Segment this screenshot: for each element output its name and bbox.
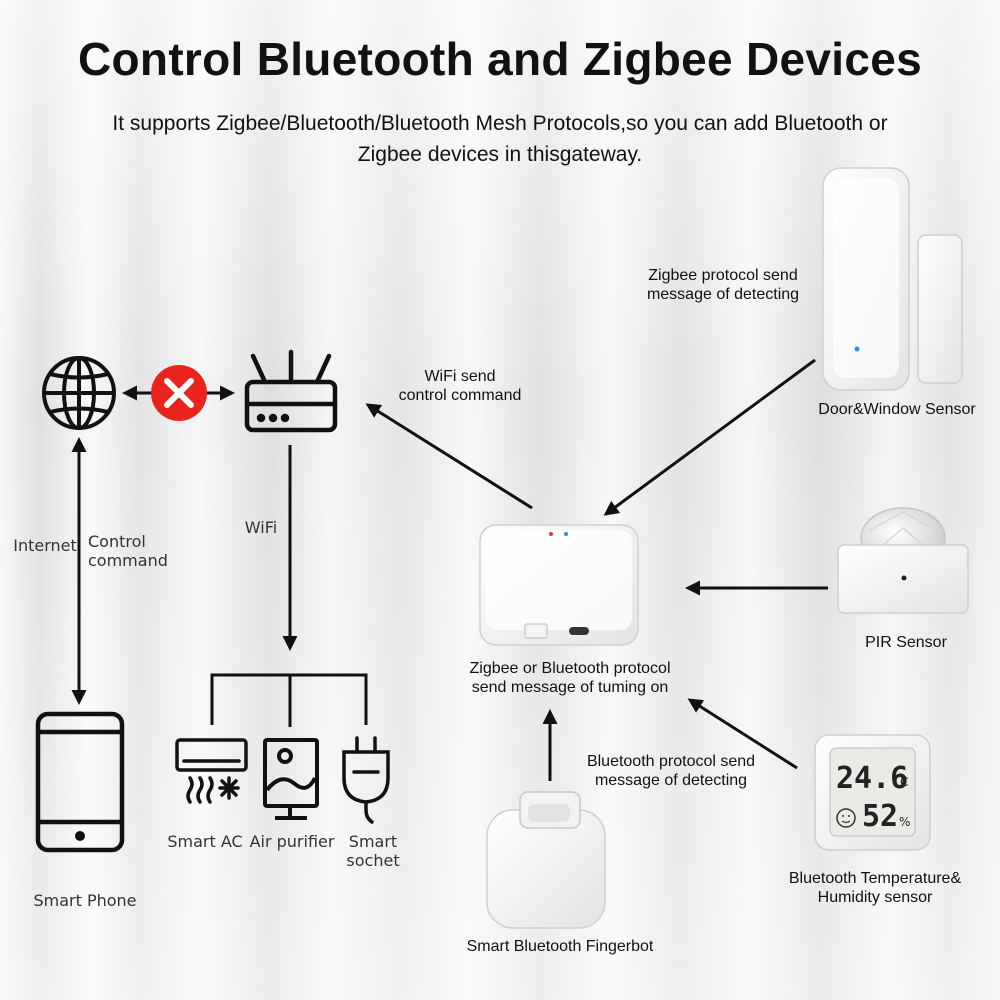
zigbee-send-label: Zigbee protocol send message of detectin… — [646, 267, 800, 304]
smart-phone-label: Smart Phone — [33, 891, 137, 910]
pir-sensor-label: PIR Sensor — [865, 634, 947, 651]
air-purifier-icon — [263, 738, 319, 820]
smartphone-icon — [35, 711, 125, 853]
cross-icon — [151, 365, 207, 421]
gateway-router-arrow — [365, 403, 533, 510]
air-conditioner-icon — [175, 738, 248, 804]
wifi-label: WiFi — [244, 518, 278, 537]
plug-icon — [342, 736, 390, 824]
page-title: Control Bluetooth and Zigbee Devices — [78, 33, 922, 85]
gateway-device — [479, 524, 639, 646]
smart-socket-label: Smart sochet — [346, 832, 400, 871]
bluetooth-send-label: Bluetooth protocol send message of detec… — [586, 753, 756, 790]
thermo-humidity: 52 — [862, 799, 898, 834]
thermo-humidity-unit: % — [899, 815, 910, 829]
fingerbot-device — [486, 791, 606, 929]
appliance-bracket — [210, 673, 368, 727]
gateway-message-label: Zigbee or Bluetooth protocol send messag… — [469, 660, 671, 697]
thermometer-device: 24.6 C 52 % — [814, 734, 931, 851]
air-purifier-label: Air purifier — [249, 832, 335, 851]
internet-label: Internet — [13, 536, 77, 555]
thermo-temperature: 24.6 — [836, 761, 908, 796]
smart-ac-label: Smart AC — [167, 832, 243, 851]
door-sensor-arrow — [603, 358, 816, 516]
control-command-label: Control command — [88, 532, 168, 571]
door-window-sensor-label: Door&Window Sensor — [818, 401, 976, 418]
globe-icon — [42, 356, 116, 430]
router-icon — [244, 349, 338, 433]
pir-sensor-device — [837, 507, 969, 614]
fingerbot-label: Smart Bluetooth Fingerbot — [466, 938, 654, 955]
temp-humidity-label: Bluetooth Temperature& Humidity sensor — [788, 870, 962, 907]
page-subtitle: It supports Zigbee/Bluetooth/Bluetooth M… — [112, 112, 888, 166]
door-window-sensor-device — [822, 167, 963, 391]
thermometer-arrow — [687, 698, 798, 770]
thermo-temp-unit: C — [900, 775, 908, 789]
wifi-send-label: WiFi send control command — [398, 368, 522, 405]
